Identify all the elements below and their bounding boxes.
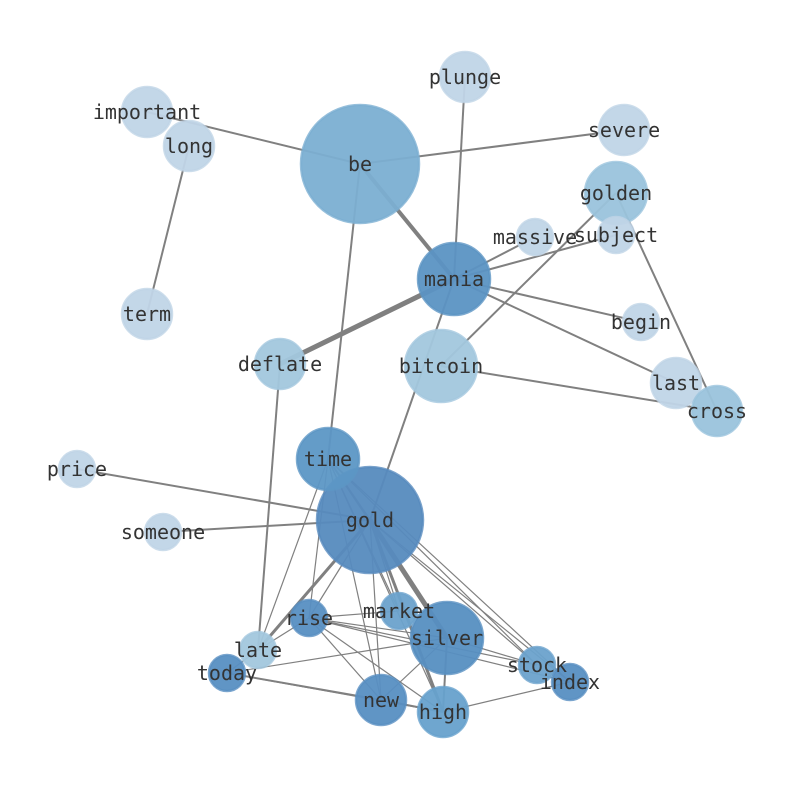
node-label-market: market xyxy=(363,599,435,623)
node-stock xyxy=(517,645,557,685)
node-high xyxy=(416,685,470,739)
edge-long-term xyxy=(146,145,190,315)
node-label-time: time xyxy=(304,447,352,471)
node-today xyxy=(207,653,247,693)
node-label-new: new xyxy=(363,688,400,712)
node-market xyxy=(379,591,419,631)
node-begin xyxy=(621,302,661,342)
node-label-high: high xyxy=(419,700,467,724)
node-label-plunge: plunge xyxy=(429,65,501,89)
node-subject xyxy=(596,215,636,255)
node-label-be: be xyxy=(348,152,372,176)
node-label-important: important xyxy=(93,100,201,124)
node-plunge xyxy=(438,50,492,104)
node-label-severe: severe xyxy=(588,118,660,142)
edge-time-late xyxy=(257,458,329,651)
node-label-today: today xyxy=(197,661,257,685)
node-new xyxy=(354,673,408,727)
node-mania xyxy=(416,241,492,317)
node-label-long: long xyxy=(165,134,213,158)
node-label-last: last xyxy=(652,371,700,395)
labels-layer: be mania gold time silver plunge important long… xyxy=(47,65,747,724)
node-last xyxy=(649,356,703,410)
node-index xyxy=(550,662,590,702)
node-rise xyxy=(289,598,329,638)
node-deflate xyxy=(253,337,307,391)
edge-deflate-late xyxy=(257,363,281,651)
node-gold xyxy=(315,465,425,575)
edge-golden-bitcoin xyxy=(440,192,617,367)
node-late xyxy=(238,630,278,670)
node-label-massive: massive xyxy=(493,225,577,249)
node-label-golden: golden xyxy=(580,181,652,205)
node-price xyxy=(57,449,97,489)
node-label-index: index xyxy=(540,670,600,694)
node-label-begin: begin xyxy=(611,310,671,334)
node-severe xyxy=(597,103,651,157)
node-important xyxy=(120,85,174,139)
node-term xyxy=(120,287,174,341)
node-label-rise: rise xyxy=(285,606,333,630)
node-label-mania: mania xyxy=(424,267,484,291)
node-time xyxy=(295,426,361,492)
edge-rise-high xyxy=(308,617,444,713)
node-silver xyxy=(409,600,485,676)
node-long xyxy=(162,119,216,173)
node-someone xyxy=(143,512,183,552)
node-label-gold: gold xyxy=(346,508,394,532)
node-label-late: late xyxy=(234,638,282,662)
node-massive xyxy=(515,217,555,257)
edge-mania-last xyxy=(453,278,677,384)
node-be xyxy=(299,103,421,225)
node-label-stock: stock xyxy=(507,653,567,677)
node-cross xyxy=(690,384,744,438)
node-label-someone: someone xyxy=(121,520,205,544)
node-label-term: term xyxy=(123,302,171,326)
node-bitcoin xyxy=(403,328,479,404)
node-label-bitcoin: bitcoin xyxy=(399,354,483,378)
node-label-subject: subject xyxy=(574,223,658,247)
node-label-deflate: deflate xyxy=(238,352,322,376)
node-label-price: price xyxy=(47,457,107,481)
nodes-layer xyxy=(57,50,744,739)
node-label-cross: cross xyxy=(687,399,747,423)
node-label-silver: silver xyxy=(411,626,483,650)
